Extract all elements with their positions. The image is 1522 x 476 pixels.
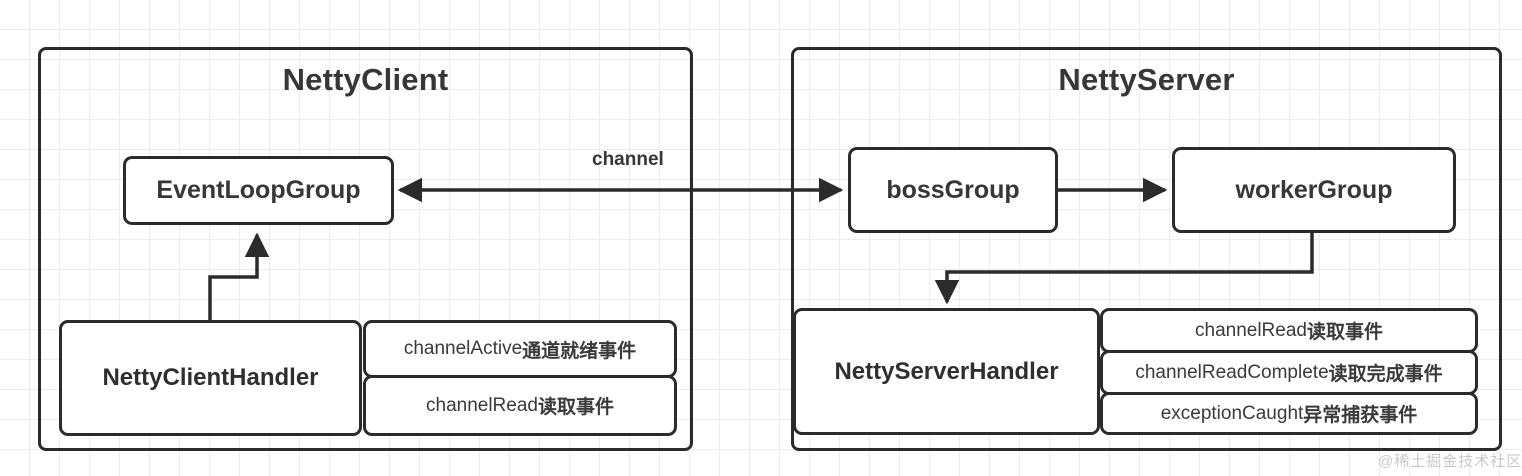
boss-group-node[interactable]: bossGroup bbox=[848, 147, 1058, 233]
netty-client-container bbox=[38, 47, 693, 451]
client-event-label: 读取事件 bbox=[537, 397, 614, 418]
server-event-label: 读取完成事件 bbox=[1328, 364, 1443, 385]
server-event-method: channelReadComplete bbox=[1135, 361, 1329, 383]
server-event-method: exceptionCaught bbox=[1160, 402, 1304, 424]
channel-edge-label: channel bbox=[592, 149, 664, 170]
netty-client-handler-node[interactable]: NettyClientHandler bbox=[59, 320, 362, 436]
client-event-label: 通道就绪事件 bbox=[522, 340, 637, 362]
netty-server-handler-node[interactable]: NettyServerHandler bbox=[793, 308, 1100, 435]
worker-group-node[interactable]: workerGroup bbox=[1172, 147, 1456, 233]
netty-client-title: NettyClient bbox=[282, 62, 449, 97]
client-event-method: channelActive bbox=[403, 338, 523, 359]
server-event-method: channelRead bbox=[1195, 319, 1307, 341]
server-event-label: 读取事件 bbox=[1306, 322, 1383, 343]
server-event-label: 异常捕获事件 bbox=[1303, 405, 1418, 426]
client-event-method: channelRead bbox=[426, 394, 538, 416]
watermark: @稀土掘金技术社区 bbox=[1378, 453, 1522, 470]
netty-server-title: NettyServer bbox=[1058, 62, 1235, 97]
netty-server-container bbox=[791, 47, 1502, 451]
event-loop-group-node[interactable]: EventLoopGroup bbox=[123, 156, 394, 225]
